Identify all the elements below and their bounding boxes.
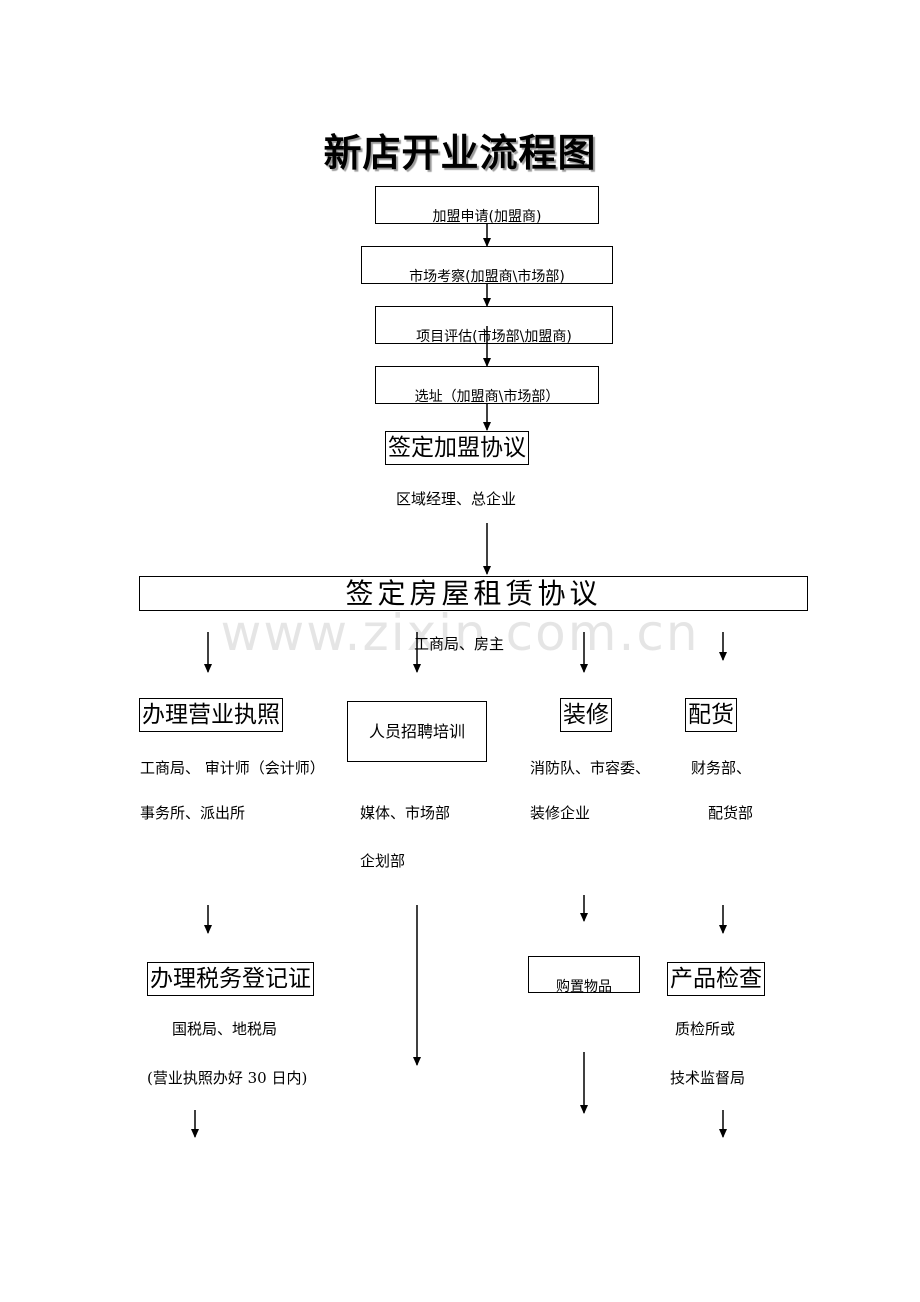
step-survey-label: 市场考察(加盟商\市场部) <box>409 269 565 284</box>
recruit-note-1: 媒体、市场部 <box>360 804 451 822</box>
recruit-box: 人员招聘培训 <box>347 701 487 762</box>
license-note-1: 工商局、 审计师（会计师） <box>140 759 325 777</box>
sign-lease-box: 签定房屋租赁协议 <box>139 576 808 611</box>
step-evaluate-box: 项目评估(市场部\加盟商) <box>375 306 613 344</box>
tax-note-2: (营业执照办好 30 日内) <box>147 1069 308 1087</box>
inspect-note-1: 质检所或 <box>675 1020 736 1038</box>
license-note-2: 事务所、派出所 <box>140 804 246 822</box>
step-evaluate-label: 项目评估(市场部\加盟商) <box>416 329 572 344</box>
sign-franchise-note: 区域经理、总企业 <box>396 490 517 508</box>
stock-note-2: 配货部 <box>708 804 754 822</box>
watermark: www.zixin.com.cn <box>220 604 700 662</box>
decorate-box: 装修 <box>560 698 612 732</box>
tax-box: 办理税务登记证 <box>147 962 314 996</box>
stock-box: 配货 <box>685 698 737 732</box>
step-site-label: 选址（加盟商\市场部） <box>414 389 560 404</box>
step-site-box: 选址（加盟商\市场部） <box>375 366 599 404</box>
step-apply-label: 加盟申请(加盟商) <box>432 209 542 224</box>
sign-lease-note: 工商局、房主 <box>414 635 505 653</box>
step-apply-box: 加盟申请(加盟商) <box>375 186 599 224</box>
sign-franchise-box: 签定加盟协议 <box>385 431 529 465</box>
step-survey-box: 市场考察(加盟商\市场部) <box>361 246 613 284</box>
decorate-note-1: 消防队、市容委、 <box>530 759 651 777</box>
tax-note-1: 国税局、地税局 <box>172 1020 278 1038</box>
purchase-label: 购置物品 <box>556 979 612 993</box>
recruit-note-2: 企划部 <box>360 852 406 870</box>
page-title: 新店开业流程图 <box>323 131 597 175</box>
stock-note-1: 财务部、 <box>691 759 752 777</box>
inspect-box: 产品检查 <box>667 962 765 996</box>
decorate-note-2: 装修企业 <box>530 804 591 822</box>
inspect-note-2: 技术监督局 <box>670 1069 746 1087</box>
purchase-box: 购置物品 <box>528 956 640 993</box>
license-box: 办理营业执照 <box>139 698 283 732</box>
